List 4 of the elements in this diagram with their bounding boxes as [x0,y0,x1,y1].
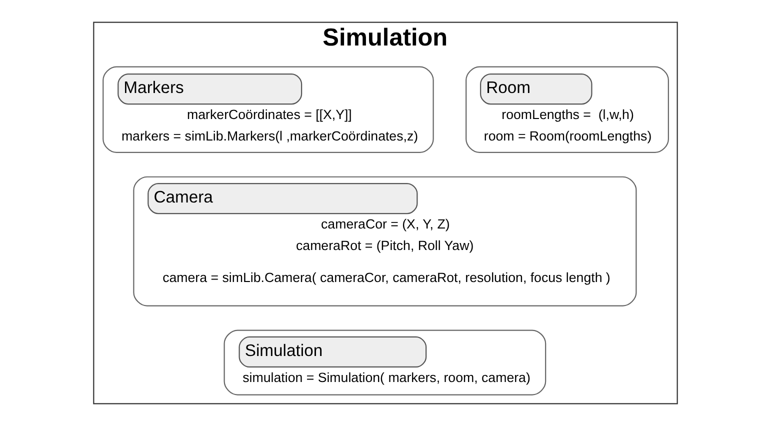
node-box: Simulation simulation = Simulation( markers, room, camera) [224,329,546,395]
node-box: Camera cameraCor = (X, Y, Z) cameraRot = (Pitch, Roll Yaw) camera = simLib.Camera( cameraCor, cameraRot, resolution, focus length ) [133,176,637,306]
node-box: Room roomLengths = (l,w,h) room = Room(roomLengths) [466,66,669,152]
node-box: Markers markerCoördinates = [[X,Y]] markers = simLib.Markers(l ,markerCoördinates,z) [102,66,434,152]
